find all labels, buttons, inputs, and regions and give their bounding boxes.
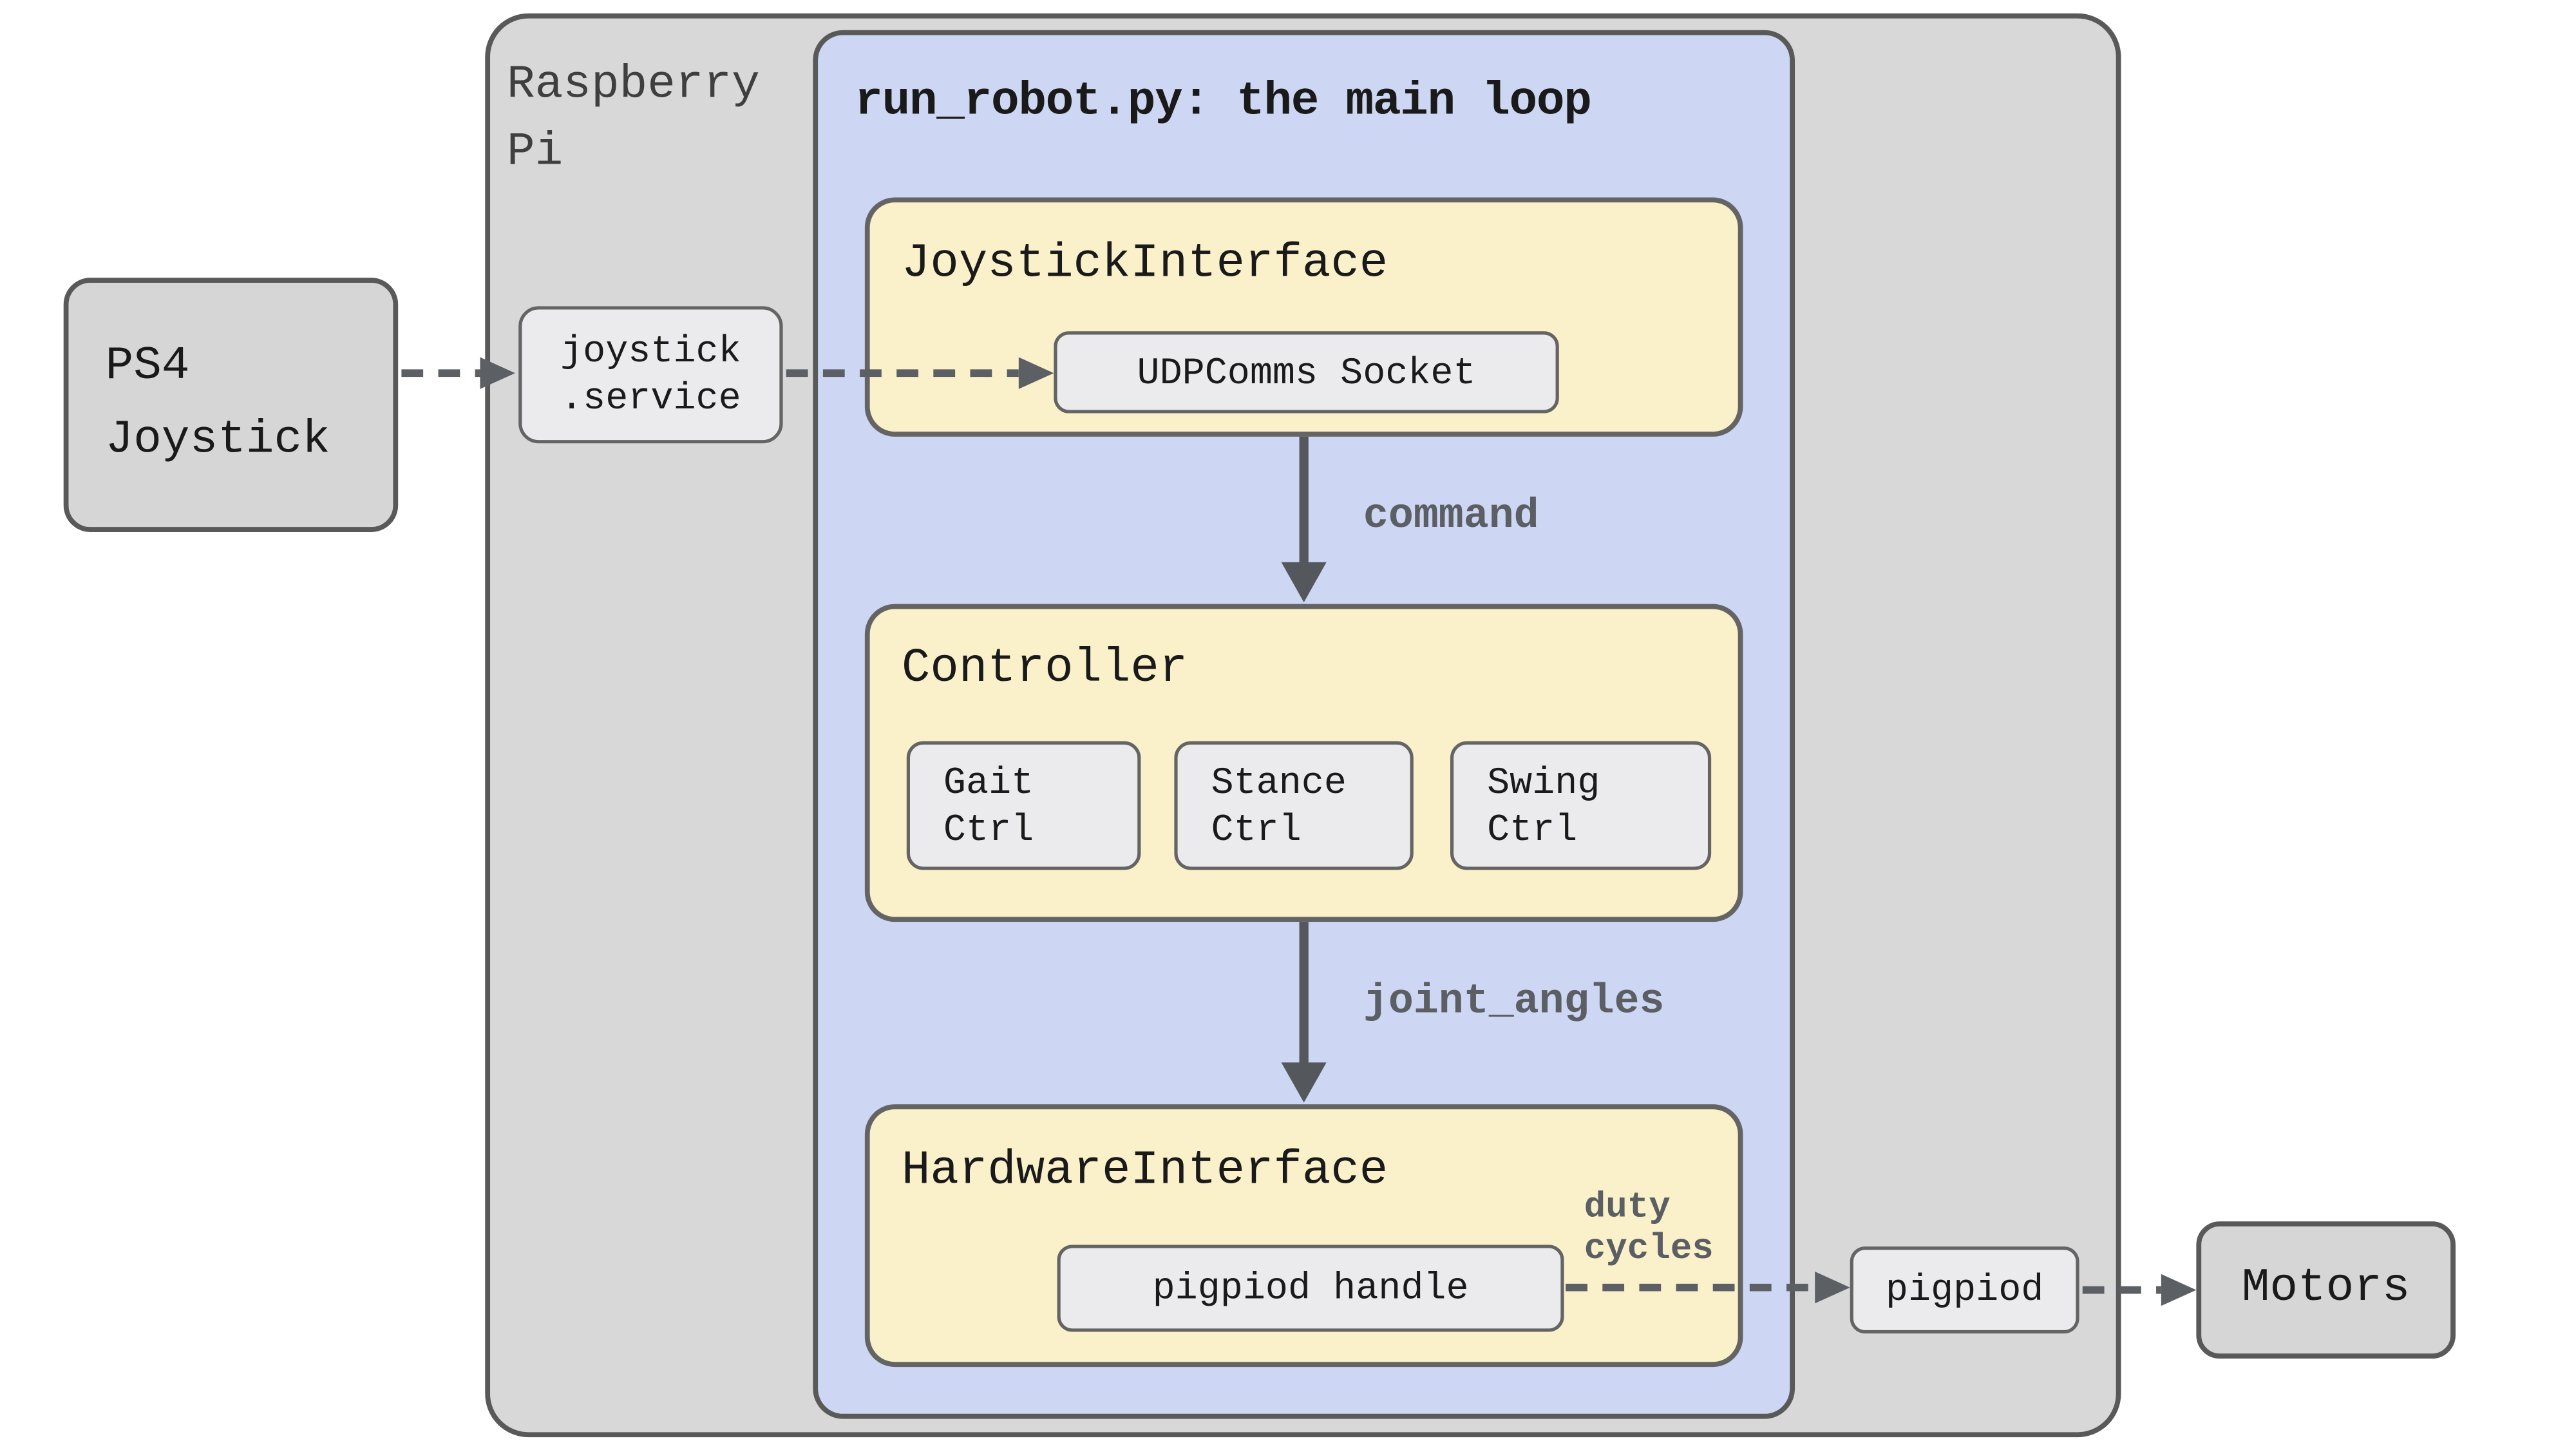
pigpiod-node: pigpiod bbox=[1850, 1246, 2079, 1334]
motors-label: Motors bbox=[2241, 1263, 2410, 1315]
duty-cycles-edge-label: duty cycles bbox=[1584, 1188, 1714, 1270]
stance-ctrl-label: Stance Ctrl bbox=[1211, 760, 1347, 851]
udpcomms-socket-label: UDPComms Socket bbox=[1137, 350, 1476, 394]
joystick-interface-box bbox=[864, 197, 1743, 437]
gait-ctrl-node: Gait Ctrl bbox=[906, 741, 1141, 870]
pigpiod-handle-label: pigpiod handle bbox=[1152, 1266, 1469, 1310]
controller-title: Controller bbox=[901, 640, 1188, 696]
gait-ctrl-label: Gait Ctrl bbox=[943, 760, 1034, 851]
stance-ctrl-node: Stance Ctrl bbox=[1174, 741, 1414, 870]
swing-ctrl-node: Swing Ctrl bbox=[1450, 741, 1712, 870]
ps4-joystick-node: PS4 Joystick bbox=[63, 278, 399, 532]
command-edge-label: command bbox=[1363, 491, 1539, 540]
joystick-interface-title: JoystickInterface bbox=[901, 236, 1388, 291]
joystick-service-label: joystick .service bbox=[560, 329, 741, 420]
udpcomms-socket-node: UDPComms Socket bbox=[1054, 331, 1559, 414]
pigpiod-handle-node: pigpiod handle bbox=[1057, 1245, 1564, 1332]
ps4-joystick-label: PS4 Joystick bbox=[105, 341, 330, 467]
hardware-interface-title: HardwareInterface bbox=[901, 1143, 1388, 1198]
joystick-service-node: joystick .service bbox=[518, 306, 783, 444]
main-loop-title: run_robot.py: the main loop bbox=[855, 77, 1592, 129]
pigpiod-label: pigpiod bbox=[1885, 1268, 2044, 1312]
motors-node: Motors bbox=[2196, 1221, 2456, 1359]
joint-angles-edge-label: joint_angles bbox=[1363, 977, 1665, 1026]
raspberry-pi-label: Raspberry Pi bbox=[507, 60, 760, 179]
swing-ctrl-label: Swing Ctrl bbox=[1487, 760, 1600, 851]
